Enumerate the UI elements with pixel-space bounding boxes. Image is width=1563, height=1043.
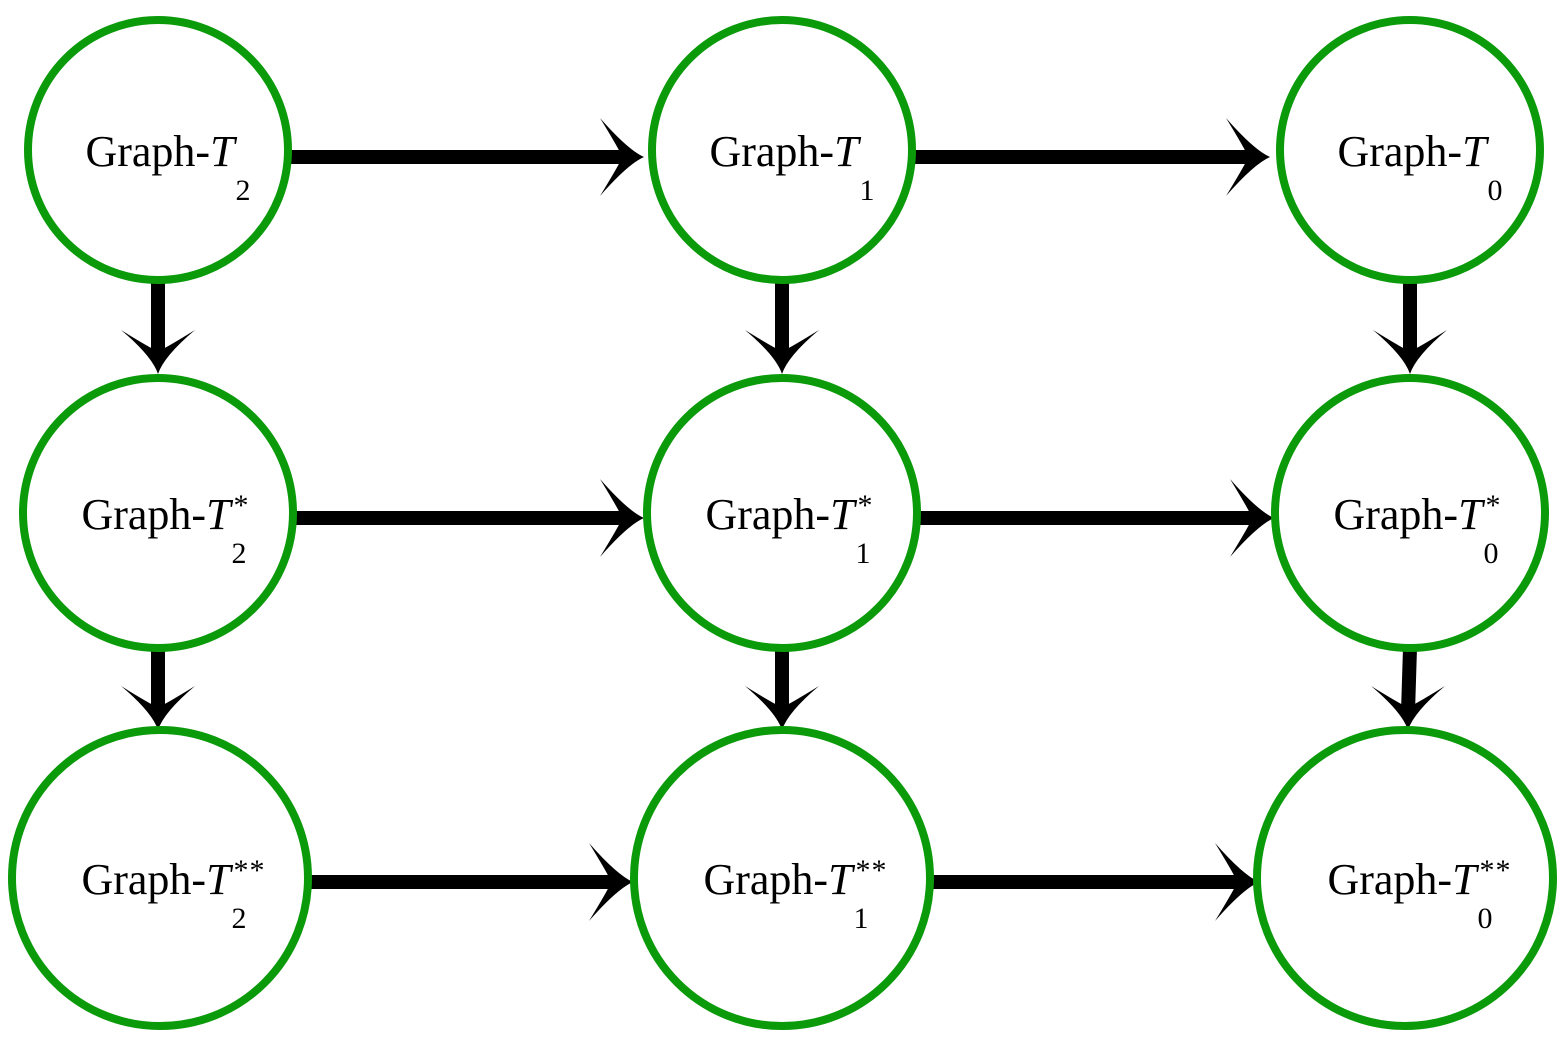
arrowhead-down-icon bbox=[745, 686, 819, 730]
edge-row2-col1-col2[interactable] bbox=[294, 479, 644, 557]
edge-col3-row1-row2[interactable] bbox=[1373, 280, 1447, 374]
arrowhead-down-icon bbox=[745, 330, 819, 374]
node-circle-graph-t1[interactable] bbox=[648, 16, 916, 284]
edge-col1-row1-row2[interactable] bbox=[121, 280, 195, 374]
edge-row3-col1-col2[interactable] bbox=[306, 843, 633, 921]
arrowhead-down-icon bbox=[1373, 330, 1447, 374]
arrowhead-right-icon bbox=[1215, 843, 1259, 921]
arrowhead-down-icon bbox=[121, 686, 195, 730]
nodes-layer bbox=[8, 16, 1557, 1030]
edge-row2-col2-col3[interactable] bbox=[918, 479, 1274, 557]
arrowhead-right-icon bbox=[589, 843, 633, 921]
edges-layer bbox=[121, 118, 1447, 921]
arrowhead-right-icon bbox=[600, 118, 644, 196]
arrowhead-right-icon bbox=[1230, 479, 1274, 557]
arrowhead-down-icon bbox=[1371, 686, 1445, 730]
edge-row1-col1-col2[interactable] bbox=[290, 118, 644, 196]
arrowhead-right-icon bbox=[1226, 118, 1270, 196]
node-circle-graph-t0-starstar[interactable] bbox=[1253, 726, 1557, 1030]
node-circle-graph-t0-star[interactable] bbox=[1271, 374, 1549, 652]
node-circle-graph-t2-star[interactable] bbox=[19, 374, 297, 652]
edge-row1-col2-col3[interactable] bbox=[914, 118, 1270, 196]
arrowhead-down-icon bbox=[121, 330, 195, 374]
edge-col3-row2-row3[interactable] bbox=[1371, 647, 1445, 730]
node-circle-graph-t1-starstar[interactable] bbox=[630, 726, 934, 1030]
node-circle-graph-t1-star[interactable] bbox=[643, 374, 921, 652]
edge-line bbox=[1401, 647, 1417, 713]
node-circle-graph-t2-starstar[interactable] bbox=[8, 726, 312, 1030]
edge-row3-col2-col3[interactable] bbox=[930, 843, 1259, 921]
edge-col1-row2-row3[interactable] bbox=[121, 648, 195, 730]
edge-col2-row2-row3[interactable] bbox=[745, 648, 819, 730]
arrowhead-right-icon bbox=[600, 479, 644, 557]
node-circle-graph-t2[interactable] bbox=[24, 16, 292, 284]
node-circle-graph-t0[interactable] bbox=[1276, 16, 1544, 284]
edge-col2-row1-row2[interactable] bbox=[745, 280, 819, 374]
